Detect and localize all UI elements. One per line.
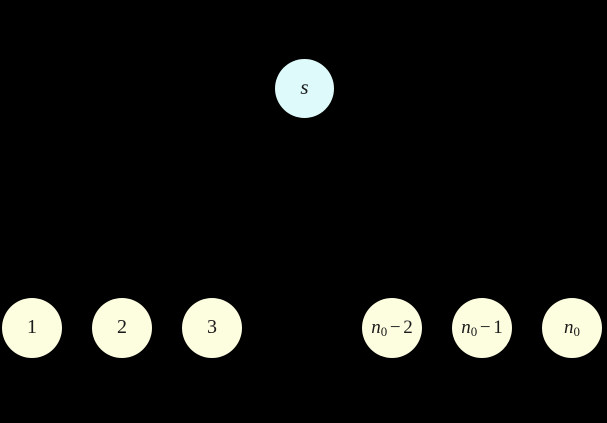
node-n0-minus-2[interactable]: n0−2 (362, 298, 422, 358)
node-n0-minus-1-label: n0−1 (461, 316, 503, 340)
operand-value: 2 (403, 316, 413, 338)
variable-n: n (564, 316, 574, 338)
node-3[interactable]: 3 (182, 298, 242, 358)
variable-n: n (371, 316, 381, 338)
variable-n: n (461, 316, 471, 338)
node-2[interactable]: 2 (92, 298, 152, 358)
node-1-label: 1 (27, 316, 37, 338)
node-n0-minus-2-label: n0−2 (371, 316, 413, 340)
minus-operator: − (479, 316, 491, 338)
minus-operator: − (389, 316, 401, 338)
node-s[interactable]: s (275, 58, 334, 118)
node-s-label: s (300, 74, 309, 99)
subscript-0: 0 (573, 324, 580, 340)
node-n0-label: n0 (564, 316, 580, 340)
subscript-0: 0 (470, 324, 478, 340)
subscript-0: 0 (380, 324, 388, 340)
node-3-label: 3 (207, 316, 217, 338)
node-n0-minus-1[interactable]: n0−1 (452, 298, 512, 358)
node-2-label: 2 (117, 316, 127, 338)
node-n0[interactable]: n0 (542, 298, 602, 358)
node-1[interactable]: 1 (2, 298, 62, 358)
operand-value: 1 (493, 316, 503, 338)
